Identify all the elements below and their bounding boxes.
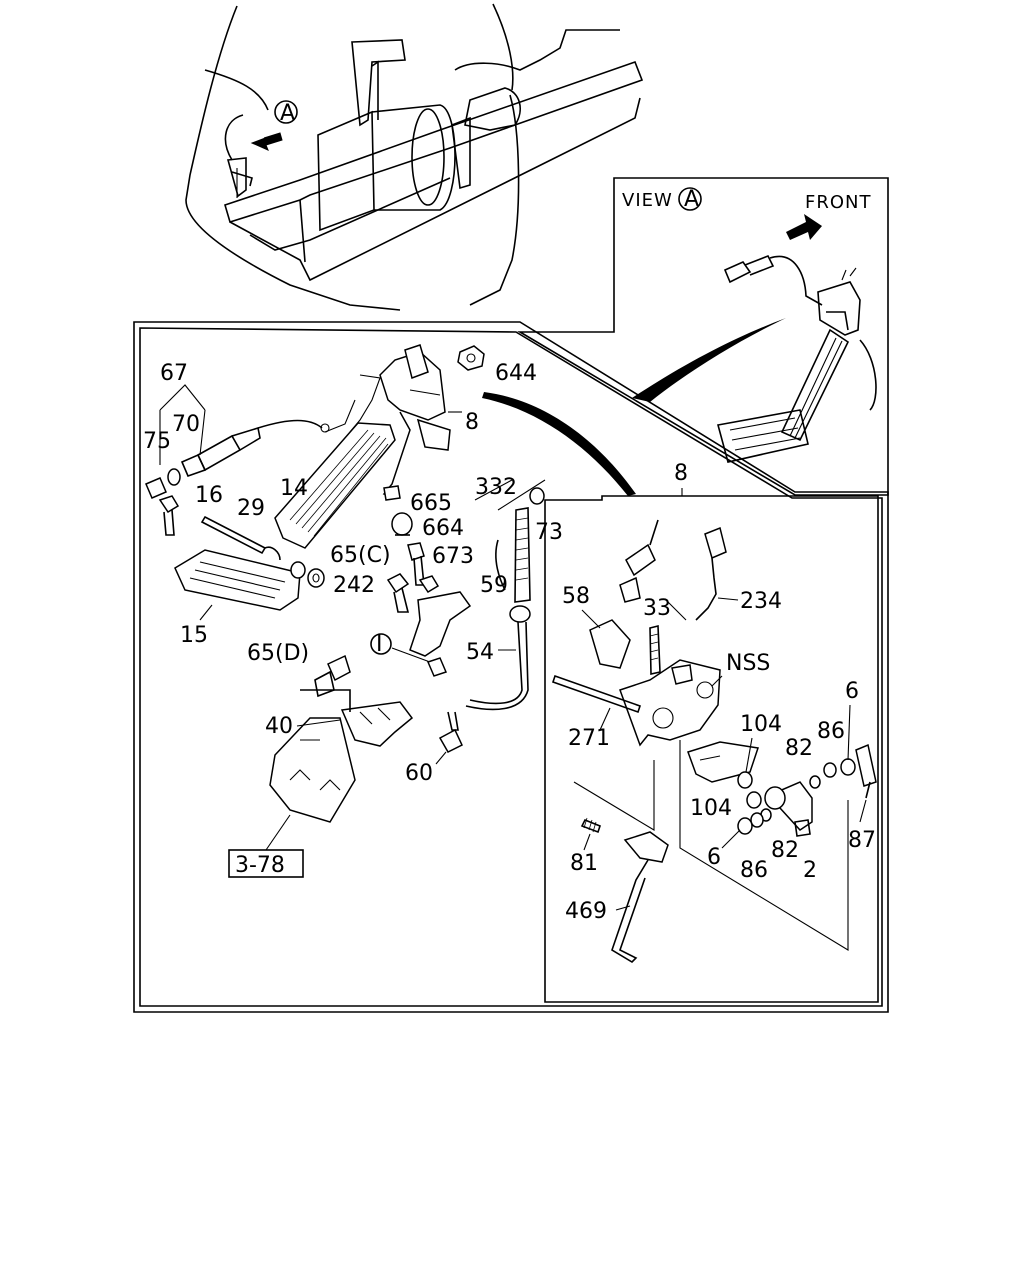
callout-104-lower: 104 xyxy=(690,796,732,821)
callout-58: 58 xyxy=(562,584,590,609)
overview-marker-letter: A xyxy=(280,101,295,126)
callout-54: 54 xyxy=(466,640,494,665)
pedal-assembly: I xyxy=(145,344,546,823)
detail-pointer-arc xyxy=(482,392,636,496)
connector-marker: I xyxy=(376,632,383,657)
detail-callouts: 8 58 33 234 NSS 6 104 86 82 271 104 6 86… xyxy=(562,461,876,924)
callout-6-lower: 6 xyxy=(707,845,721,870)
view-a-title: VIEW xyxy=(622,190,673,211)
callout-75: 75 xyxy=(143,429,171,454)
callout-14: 14 xyxy=(280,476,308,501)
callout-65d: 65(D) xyxy=(247,641,309,666)
callout-665: 665 xyxy=(410,491,452,516)
callout-673: 673 xyxy=(432,544,474,569)
view-a-pointer-arrow xyxy=(632,318,786,402)
callout-664: 664 xyxy=(422,516,464,541)
callout-644: 644 xyxy=(495,361,537,386)
callout-8-main: 8 xyxy=(465,410,479,435)
callout-67: 67 xyxy=(160,361,188,386)
front-arrow-icon xyxy=(786,214,822,240)
callout-40: 40 xyxy=(265,714,293,739)
view-a-circle-letter: A xyxy=(684,187,699,212)
vehicle-overview: A xyxy=(185,3,644,311)
callout-nss: NSS xyxy=(726,651,770,676)
callout-73: 73 xyxy=(535,520,563,545)
callout-16: 16 xyxy=(195,483,223,508)
callout-70: 70 xyxy=(172,412,200,437)
detail-assembly xyxy=(551,519,877,964)
callout-8-detail: 8 xyxy=(674,461,688,486)
main-frame xyxy=(133,321,889,1013)
callout-33: 33 xyxy=(643,596,671,621)
callout-15: 15 xyxy=(180,623,208,648)
callout-86-upper: 86 xyxy=(817,719,845,744)
callout-271: 271 xyxy=(568,726,610,751)
callout-86-lower: 86 xyxy=(740,858,768,883)
callout-332: 332 xyxy=(475,475,517,500)
callout-82-upper: 82 xyxy=(785,736,813,761)
callout-242: 242 xyxy=(333,573,375,598)
callout-87: 87 xyxy=(848,828,876,853)
callout-6-upper: 6 xyxy=(845,679,859,704)
callout-234: 234 xyxy=(740,589,782,614)
view-a-panel: VIEW A FRONT xyxy=(517,177,889,496)
callout-81: 81 xyxy=(570,851,598,876)
detail-subframe xyxy=(544,495,879,1003)
callout-469: 469 xyxy=(565,899,607,924)
main-callouts: 67 70 75 16 29 14 15 242 644 8 665 664 3… xyxy=(143,361,563,878)
callout-59: 59 xyxy=(480,573,508,598)
front-direction-label: FRONT xyxy=(805,192,872,213)
callout-65c: 65(C) xyxy=(330,543,391,568)
callout-2: 2 xyxy=(803,858,817,883)
ref-box-3-78-label: 3-78 xyxy=(235,853,285,878)
callout-104-upper: 104 xyxy=(740,712,782,737)
callout-29: 29 xyxy=(237,496,265,521)
callout-60: 60 xyxy=(405,761,433,786)
callout-82-lower: 82 xyxy=(771,838,799,863)
